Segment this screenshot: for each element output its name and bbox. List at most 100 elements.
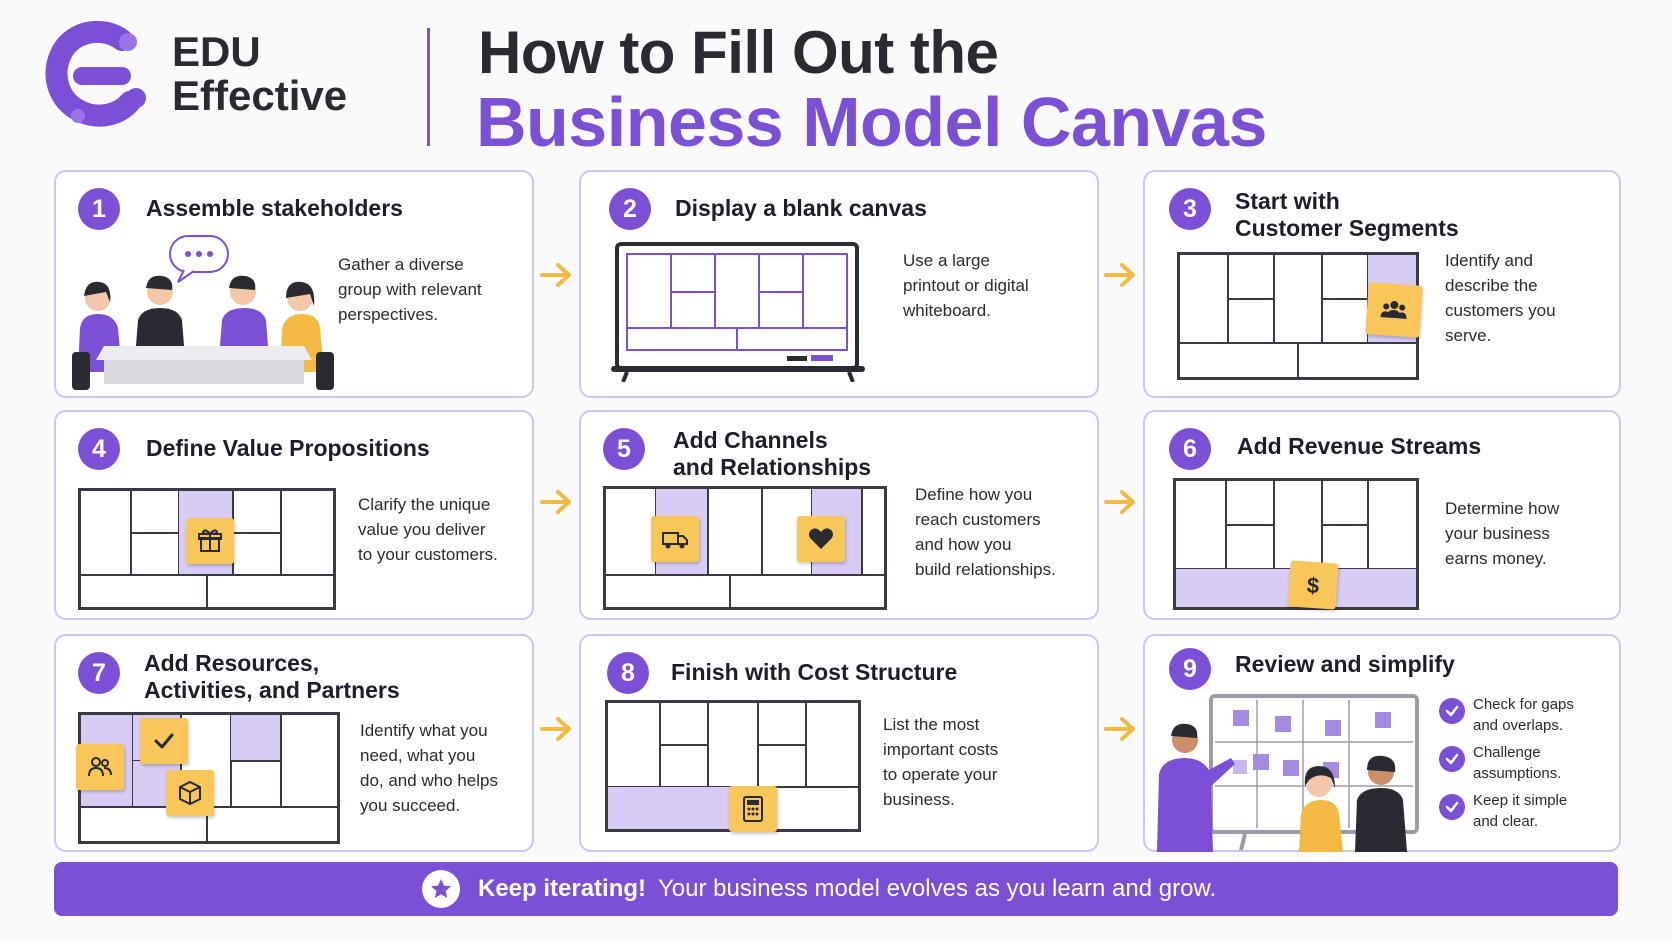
step-card-9: 9 Review and simplify Check for gaps and… (1143, 634, 1621, 852)
calculator-icon (743, 796, 763, 822)
sticky-note (797, 516, 845, 562)
step-title: Assemble stakeholders (146, 195, 403, 221)
checklist-line: and overlaps. (1473, 717, 1564, 734)
checkmark-icon (1439, 746, 1465, 772)
desc-line: group with relevant (338, 280, 482, 299)
arrow-right-icon (1104, 490, 1135, 514)
step-title: Review and simplify (1235, 651, 1455, 677)
checklist-text: Check for gaps and overlaps. (1473, 694, 1574, 736)
page-title-line-1: How to Fill Out the (478, 19, 999, 86)
edu-effective-logo-icon (45, 21, 146, 127)
desc-line: earns money. (1445, 549, 1547, 568)
desc-line: whiteboard. (903, 301, 991, 320)
step-title: Display a blank canvas (675, 195, 927, 221)
step-card-5: 5 Add Channels and Relationships Define … (579, 410, 1099, 620)
arrow-right-icon (540, 490, 571, 514)
desc-line: and how you (915, 535, 1012, 554)
checklist-line: assumptions. (1473, 765, 1562, 782)
dollar-icon: $ (1306, 573, 1320, 599)
stakeholders-meeting-illustration (72, 235, 334, 390)
step-card-1: 1 Assemble stakeholders Gather a diverse… (54, 170, 534, 398)
footer-message: Your business model evolves as you learn… (658, 875, 1217, 902)
desc-line: value you deliver (358, 520, 486, 539)
svg-text:$: $ (1306, 573, 1320, 599)
checklist-item: Challenge assumptions. (1439, 742, 1561, 784)
step-title: Finish with Cost Structure (671, 659, 958, 685)
step-title-line: Start with (1235, 188, 1340, 214)
star-icon (422, 870, 460, 908)
desc-line: printout or digital (903, 276, 1029, 295)
step-title: Add Resources, Activities, and Partners (144, 650, 400, 704)
sticky-note (166, 770, 214, 816)
step-card-4: 4 Define Value Propositions Clarify the … (54, 410, 534, 620)
step-description: Define how you reach customers and how y… (915, 482, 1056, 582)
gift-icon (198, 529, 222, 552)
desc-line: important costs (883, 740, 999, 759)
desc-line: Determine how (1445, 499, 1560, 518)
desc-line: to operate your (883, 765, 998, 784)
checklist-text: Keep it simple and clear. (1473, 790, 1567, 832)
sticky-note (651, 516, 699, 562)
sticky-note (140, 718, 188, 764)
checklist-item: Keep it simple and clear. (1439, 790, 1567, 832)
arrow-right-icon (540, 263, 571, 287)
step-description: Gather a diverse group with relevant per… (338, 252, 482, 327)
arrow-right-icon (540, 717, 571, 741)
step-number-badge: 3 (1169, 188, 1211, 230)
step-title: Add Revenue Streams (1237, 433, 1482, 459)
step-title: Add Channels and Relationships (673, 427, 871, 481)
sticky-note (1365, 282, 1423, 338)
brand-line-2: Effective (172, 72, 348, 119)
step-number-badge: 5 (603, 428, 645, 470)
sticky-note (186, 518, 234, 564)
step-number-badge: 4 (78, 428, 120, 470)
people-icon (88, 757, 112, 777)
step-title-line: Add Channels (673, 427, 828, 453)
step-description: Clarify the unique value you deliver to … (358, 492, 498, 567)
desc-line: do, and who helps (360, 771, 498, 790)
step-number-badge: 1 (78, 188, 120, 230)
checklist-line: Check for gaps (1473, 696, 1574, 713)
checklist-text: Challenge assumptions. (1473, 742, 1561, 784)
sticky-note (76, 744, 124, 790)
checklist-item: Check for gaps and overlaps. (1439, 694, 1574, 736)
desc-line: business. (883, 790, 955, 809)
desc-line: perspectives. (338, 305, 439, 324)
step-title-line: and Relationships (673, 454, 872, 480)
desc-line: customers you (1445, 301, 1556, 320)
desc-line: Clarify the unique (358, 495, 491, 514)
step-card-6: 6 Add Revenue Streams $ Determine how yo… (1143, 410, 1621, 620)
heart-icon (809, 528, 833, 549)
desc-line: Define how you (915, 485, 1033, 504)
footer-banner: Keep iterating! Your business model evol… (54, 862, 1618, 916)
sticky-note: $ (1287, 560, 1339, 610)
step-title-line: Customer Segments (1235, 215, 1459, 241)
arrow-right-icon (1104, 717, 1135, 741)
header-divider (427, 28, 430, 146)
step-number-badge: 6 (1169, 428, 1211, 470)
desc-line: reach customers (915, 510, 1041, 529)
step-number-badge: 7 (78, 652, 120, 694)
step-title-line: Add Resources, (144, 650, 320, 676)
step-description: Identify what you need, what you do, and… (360, 718, 498, 818)
people-icon (1380, 301, 1407, 319)
desc-line: need, what you (360, 746, 476, 765)
step-title-line: Activities, and Partners (144, 677, 400, 703)
desc-line: to your customers. (358, 545, 498, 564)
page-title-line-2: Business Model Canvas (476, 83, 1267, 161)
cost-structure-cell (607, 786, 733, 830)
checklist-line: Challenge (1473, 744, 1541, 761)
step-number-badge: 9 (1169, 648, 1211, 690)
desc-line: you succeed. (360, 796, 461, 815)
step-title: Define Value Propositions (146, 435, 430, 461)
step-number-badge: 2 (609, 188, 651, 230)
arrow-right-icon (1104, 263, 1135, 287)
desc-line: your business (1445, 524, 1550, 543)
desc-line: Identify and (1445, 251, 1533, 270)
brand-name: EDU Effective (172, 30, 347, 118)
step-number-badge: 8 (607, 652, 649, 694)
checklist-line: and clear. (1473, 813, 1539, 830)
desc-line: Gather a diverse (338, 255, 464, 274)
box-icon (179, 780, 201, 806)
desc-line: List the most (883, 715, 980, 734)
